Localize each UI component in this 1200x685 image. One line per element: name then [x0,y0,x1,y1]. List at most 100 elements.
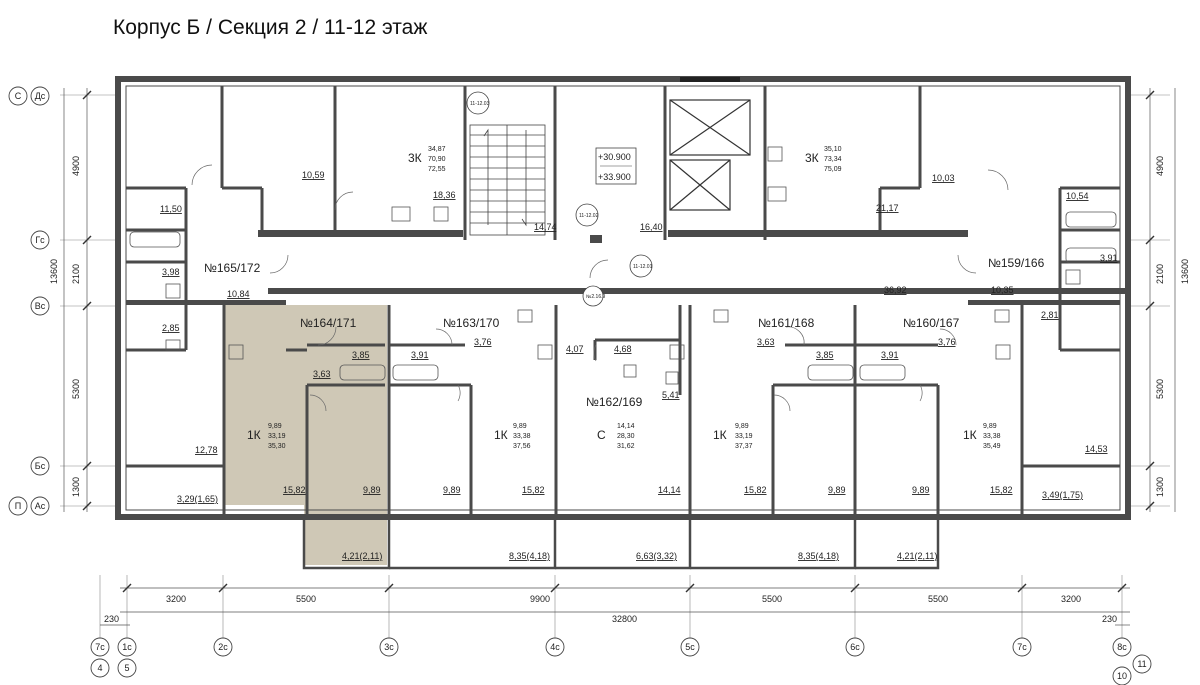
room-area: 15,82 [990,485,1013,495]
apt-label-165-172: №165/172 [204,261,261,275]
axis-col: 7с [95,642,105,652]
dim-left: 5300 [71,379,81,399]
apt-label-159-166: №159/166 [988,256,1045,270]
room-area: 16,40 [640,222,663,232]
axis-col: 6с [850,642,860,652]
unit-value: 37,37 [735,443,753,450]
room-area: 14,74 [534,222,557,232]
axis-col: 4с [550,642,560,652]
room-area: 12,78 [195,445,218,455]
doors [191,164,1009,412]
room-area: 15,82 [744,485,767,495]
axis-lines [60,94,1170,640]
unit-value: 72,55 [428,166,446,173]
dim-right: 1300 [1155,477,1165,497]
axis-row-extra: С [15,91,22,101]
axis-col: 2с [218,642,228,652]
unit-type: 1К [963,428,977,442]
room-area: 2,81 [1041,310,1059,320]
page-title: Корпус Б / Секция 2 / 11-12 этаж [113,16,428,39]
room-area: 3,76 [938,337,956,347]
room-area: 9,89 [828,485,846,495]
unit-value: 34,87 [428,146,446,153]
room-area: 4,68 [614,344,632,354]
unit-type: 3К [805,151,819,165]
elevation-top: +30.900 [598,152,631,162]
unit-type: 1К [247,428,261,442]
apt-label-160-167: №160/167 [903,316,960,330]
room-area: 3,63 [757,337,775,347]
apt-label-164-171: №164/171 [300,316,357,330]
room-area: 8,35(4,18) [509,551,550,561]
room-area: 10,35 [991,285,1014,295]
dim-bottom: 3200 [1061,594,1081,604]
room-area: 9,89 [363,485,381,495]
room-area: 10,59 [302,170,325,180]
unit-table-1k-160: 1К 9,89 33,38 35,49 [963,423,1001,450]
room-area: 10,03 [932,173,955,183]
unit-value: 9,89 [983,423,997,430]
room-area: 18,36 [433,190,456,200]
axis-col: 8с [1117,642,1127,652]
room-area: 3,91 [881,350,899,360]
stairwell [469,124,546,236]
room-area: 3,85 [352,350,370,360]
unit-value: 14,14 [617,423,635,430]
room-area: 15,82 [283,485,306,495]
dim-left: 1300 [71,477,81,497]
exterior-walls [115,76,1131,520]
unit-table-1k-164: 1К 9,89 33,19 35,30 [247,423,286,450]
room-area: 14,14 [658,485,681,495]
stair-mark-circles [466,91,653,307]
corridor-walls [126,230,1128,305]
unit-type: 3К [408,151,422,165]
room-areas: 10,59 18,36 11,50 3,98 10,84 2,85 12,78 … [160,170,1118,561]
room-area: 3,49(1,75) [1042,490,1083,500]
unit-value: 9,89 [268,423,282,430]
room-area: 21,17 [876,203,899,213]
apt-label-161-168: №161/168 [758,316,815,330]
unit-value: 75,09 [824,166,842,173]
room-area: 3,91 [411,350,429,360]
unit-value: 31,62 [617,443,635,450]
stair-mark: 11-12.03 [470,101,490,107]
room-area: 3,76 [474,337,492,347]
axis-bottom-extra: 4 [97,663,102,673]
unit-value: 28,30 [617,433,635,440]
unit-value: 35,49 [983,443,1001,450]
dim-bottom: 3200 [166,594,186,604]
unit-value: 35,10 [824,146,842,153]
axis-row: Ас [35,501,46,511]
unit-table-3k-right: 3К 35,10 73,34 75,09 [805,146,842,173]
unit-table-studio-162: С 14,14 28,30 31,62 [597,423,635,450]
dim-left: 2100 [71,264,81,284]
dim-right: 5300 [1155,379,1165,399]
unit-value: 33,19 [735,433,753,440]
axis-col: 3с [384,642,394,652]
room-area: 3,85 [816,350,834,360]
dim-bottom: 5500 [928,594,948,604]
unit-value: 9,89 [735,423,749,430]
apt-label-162-169: №162/169 [586,395,643,409]
room-area: 4,21(2,11) [342,551,382,561]
unit-value: 37,56 [513,443,531,450]
dimension-lines [63,88,1176,626]
dim-bottom: 5500 [762,594,782,604]
room-area: 9,89 [912,485,930,495]
unit-value: 35,30 [268,443,286,450]
balconies [302,517,940,570]
room-area: 11,50 [160,204,182,214]
unit-value: 33,38 [983,433,1001,440]
room-area: 14,53 [1085,444,1108,454]
unit-type: С [597,428,606,442]
stair-mark: 11-12.02 [579,213,599,219]
room-area: 4,21(2,11) [897,551,937,561]
stair-mark: 11-12.01 [633,264,653,270]
unit-value: 33,19 [268,433,286,440]
unit-value: 73,34 [824,156,842,163]
dim-bottom-edge: 230 [1102,614,1117,624]
unit-table-3k-left: 3К 34,87 70,90 72,55 [408,146,446,173]
room-area: 3,29(1,65) [177,494,218,504]
dim-left: 4900 [71,156,81,176]
